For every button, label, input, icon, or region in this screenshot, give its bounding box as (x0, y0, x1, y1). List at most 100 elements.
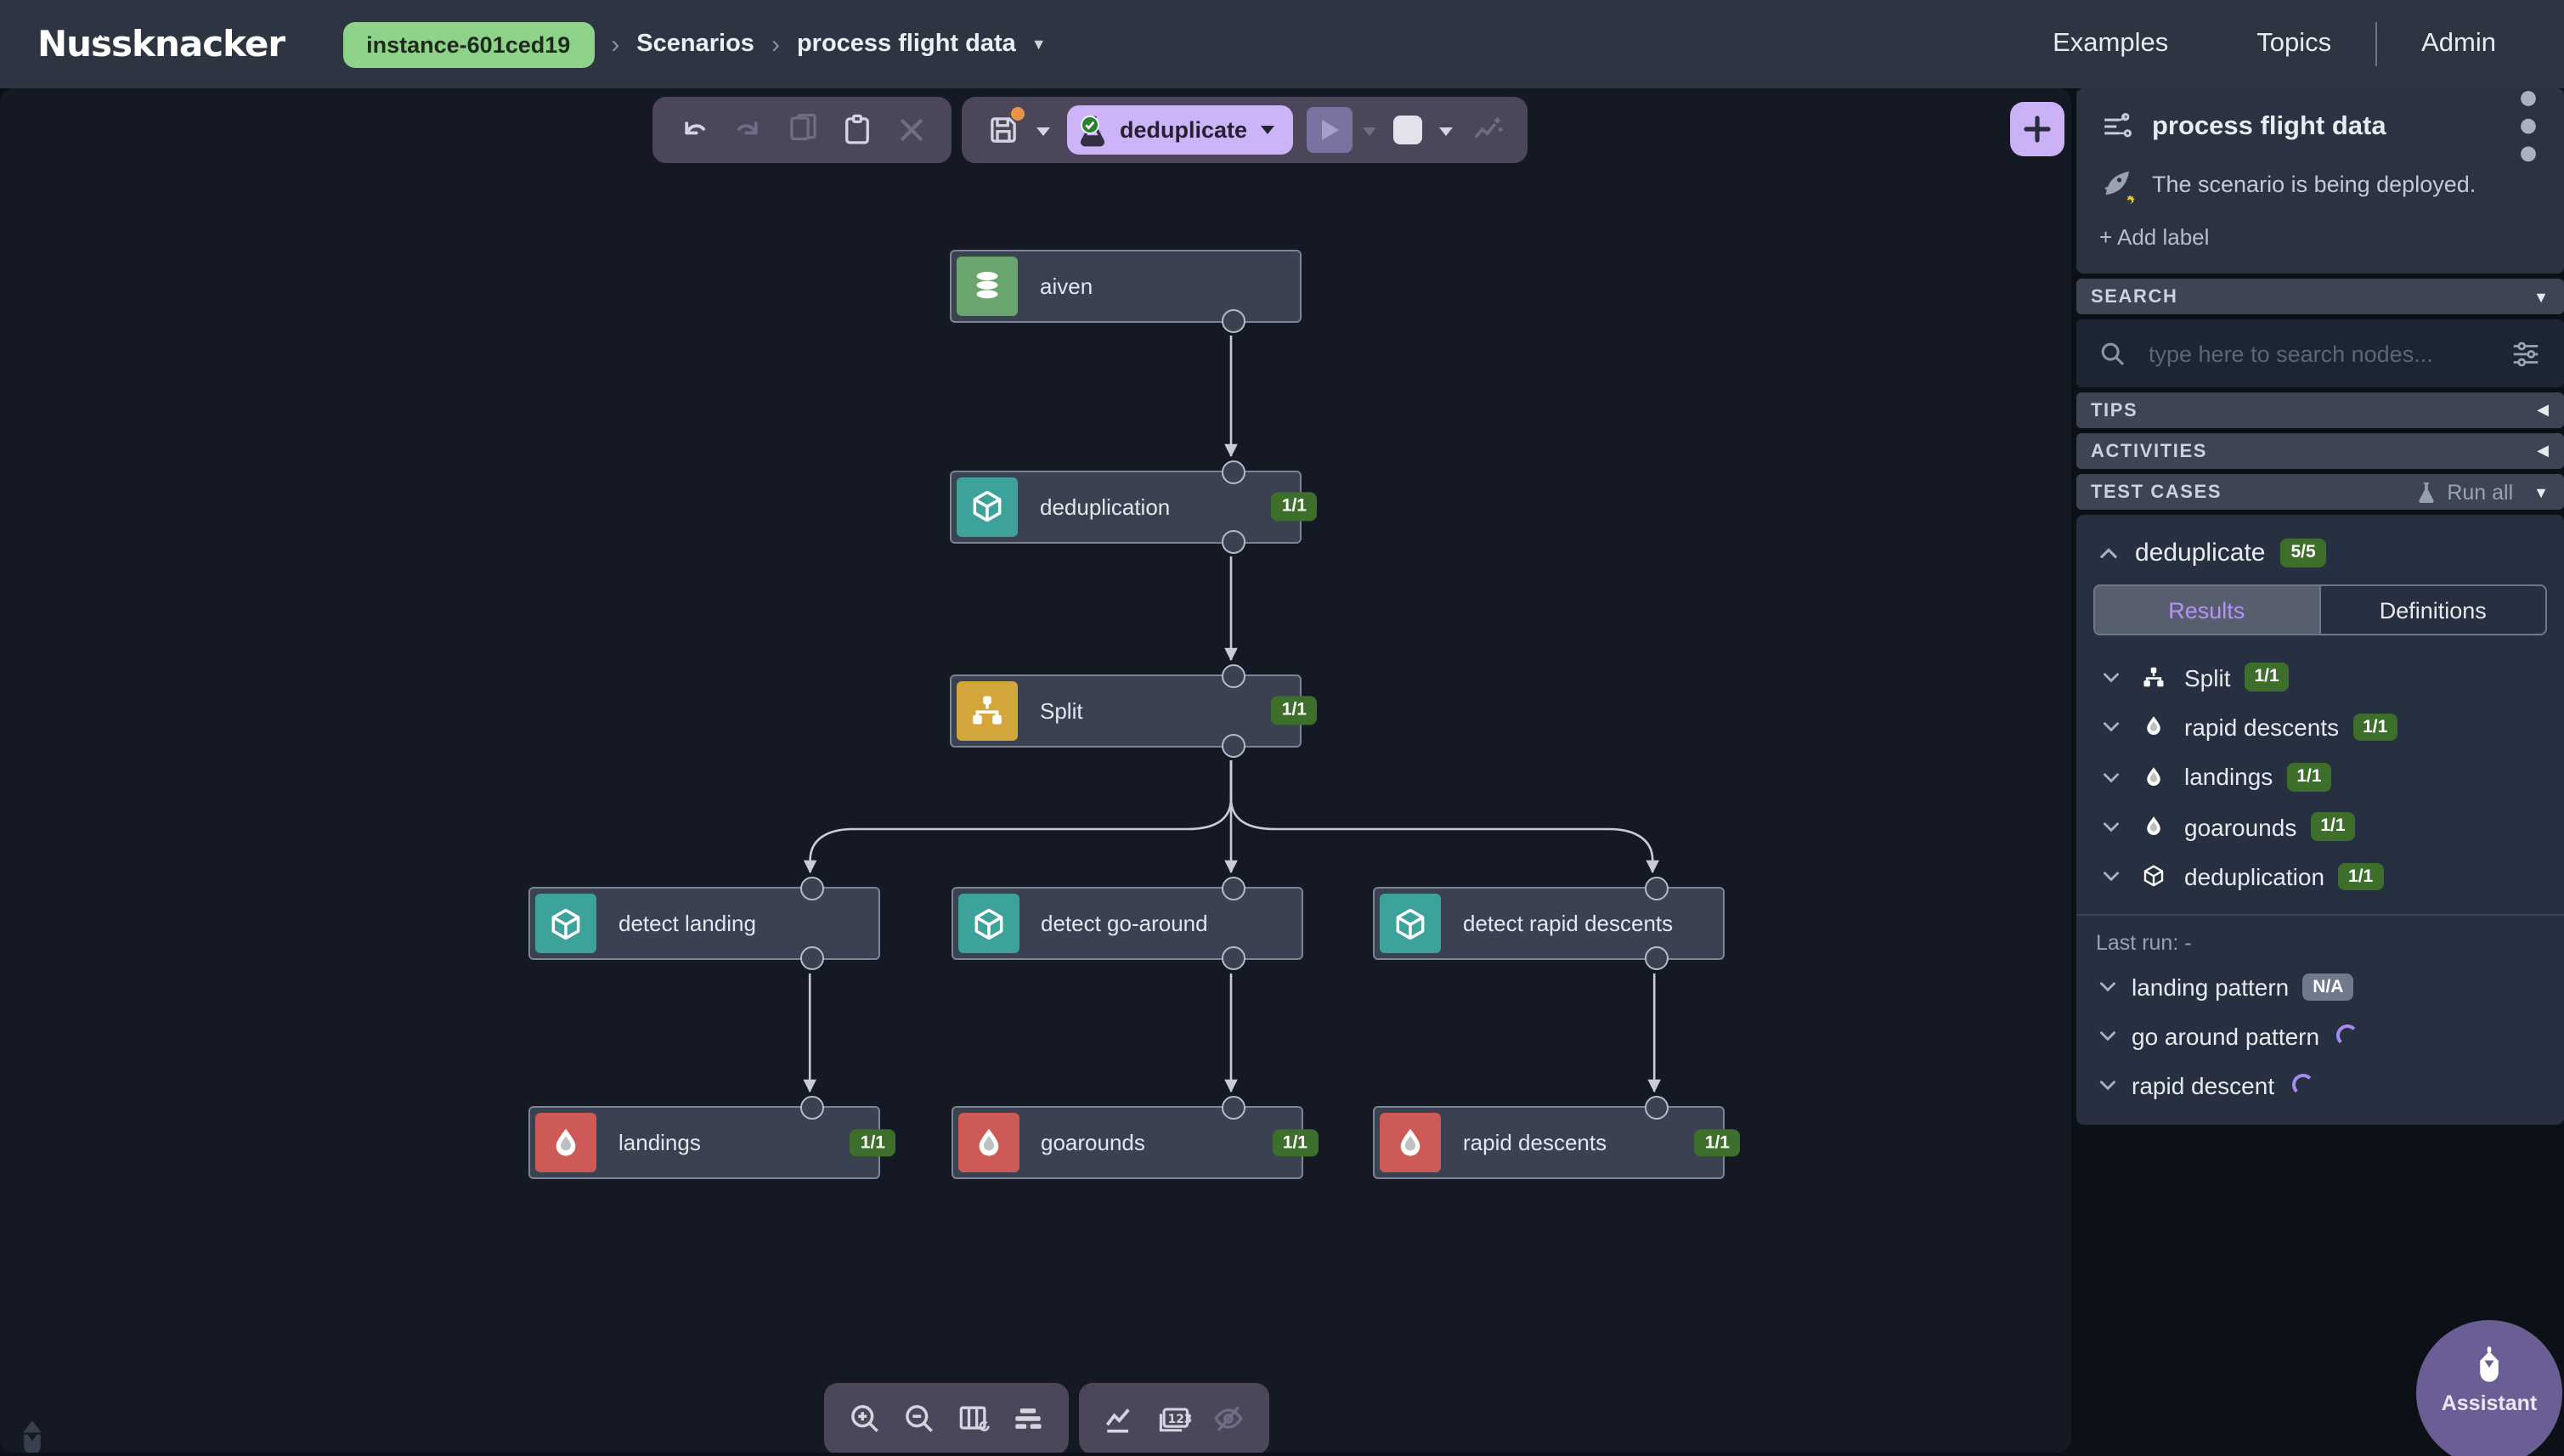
node-port[interactable] (1221, 529, 1245, 553)
paste-button[interactable] (833, 106, 880, 154)
node-search-box (2075, 319, 2564, 387)
search-filter-icon[interactable] (2510, 337, 2542, 370)
node-test-badge: 1/1 (1271, 696, 1317, 725)
scenario-menu-kebab-icon[interactable] (2516, 91, 2540, 162)
nav-admin[interactable]: Admin (2421, 29, 2496, 58)
result-badge: 1/1 (2338, 862, 2384, 891)
save-menu-caret-icon[interactable] (1033, 121, 1053, 138)
zoom-out-button[interactable] (895, 1395, 943, 1442)
reset-view-button[interactable] (950, 1395, 997, 1442)
node-port[interactable] (1222, 946, 1246, 970)
run-all-label: Run all (2447, 480, 2514, 504)
tab-results[interactable]: Results (2094, 586, 2319, 634)
pattern-row-go-around-pattern[interactable]: go around pattern (2075, 1012, 2564, 1061)
breadcrumb-caret-icon[interactable]: ▼ (1031, 36, 1047, 53)
zoom-in-button[interactable] (841, 1395, 889, 1442)
caret-left-icon: ◀ (2537, 401, 2549, 418)
node-port[interactable] (1221, 308, 1245, 332)
node-port[interactable] (799, 877, 824, 900)
metrics-chart-button[interactable] (1096, 1395, 1144, 1442)
auto-layout-button[interactable] (1004, 1395, 1052, 1442)
add-label-button[interactable]: + Add label (2099, 224, 2210, 250)
pattern-row-rapid-descent[interactable]: rapid descent (2075, 1061, 2564, 1110)
redo-button[interactable] (724, 106, 771, 154)
chevron-down-icon (2099, 1032, 2115, 1042)
add-node-button[interactable] (2010, 102, 2064, 156)
caret-down-icon: ▼ (2533, 483, 2549, 500)
copy-button[interactable] (778, 106, 826, 154)
section-header-tips[interactable]: TIPS ◀ (2075, 392, 2564, 428)
result-label: rapid descents (2184, 713, 2340, 741)
instance-badge[interactable]: instance-601ced19 (342, 21, 595, 67)
cancel-deploy-button[interactable] (1393, 116, 1423, 144)
deploy-button[interactable] (1307, 107, 1353, 153)
counts-button[interactable]: 123 (1150, 1395, 1198, 1442)
search-input[interactable] (2149, 341, 2510, 366)
tab-definitions[interactable]: Definitions (2318, 586, 2546, 634)
split-icon (957, 680, 1018, 740)
app-logo[interactable]: Nussknacker (37, 24, 285, 65)
node-port[interactable] (1644, 946, 1669, 970)
section-header-test-cases[interactable]: TEST CASES Run all ▼ (2075, 474, 2564, 510)
node-aiven[interactable]: aiven (950, 249, 1302, 332)
save-button[interactable] (979, 106, 1026, 154)
hide-overlays-button[interactable] (1205, 1395, 1252, 1442)
node-detect-rapid-descents[interactable]: detect rapid descents (1373, 877, 1725, 970)
breadcrumb-scenarios[interactable]: Scenarios (636, 31, 754, 58)
section-header-search[interactable]: SEARCH ▼ (2075, 279, 2564, 314)
node-port[interactable] (1221, 733, 1245, 757)
node-detect-go-around[interactable]: detect go-around (951, 877, 1302, 970)
undo-button[interactable] (669, 106, 717, 154)
assistant-button[interactable]: Assistant (2416, 1320, 2562, 1456)
result-badge: 1/1 (2244, 663, 2290, 691)
nav-topics[interactable]: Topics (2256, 29, 2332, 58)
node-port[interactable] (799, 1096, 824, 1120)
node-port[interactable] (1644, 1096, 1669, 1120)
test-case-selector[interactable]: deduplicate (1067, 105, 1294, 155)
result-label: goarounds (2184, 813, 2297, 841)
cancel-menu-caret-icon[interactable] (1436, 121, 1456, 138)
run-all-button[interactable]: Run all (2416, 480, 2513, 504)
chevron-down-icon (2103, 723, 2118, 733)
loading-spinner-icon (2291, 1074, 2314, 1097)
pattern-na-badge: N/A (2302, 973, 2354, 1001)
node-port[interactable] (1222, 1096, 1246, 1120)
top-nav: Examples Topics Admin (2008, 22, 2540, 66)
node-port[interactable] (1644, 877, 1669, 900)
delete-button[interactable] (887, 106, 935, 154)
run-toolbar-group: deduplicate (962, 97, 1528, 163)
zoom-toolbar-group (824, 1383, 1069, 1453)
node-port[interactable] (1221, 460, 1245, 483)
metrics-sparkline-button[interactable] (1463, 106, 1511, 154)
droplet-icon (535, 1113, 596, 1172)
breadcrumb-separator-icon: › (771, 30, 780, 59)
test-group-row[interactable]: deduplicate 5/5 (2075, 528, 2564, 583)
deploy-menu-caret-icon[interactable] (1359, 121, 1380, 138)
deploy-status-rocket-icon (2099, 166, 2134, 205)
droplet-icon (2140, 814, 2166, 839)
section-title-tips: TIPS (2091, 400, 2138, 420)
nav-divider (2375, 22, 2378, 66)
node-label: detect landing (618, 911, 756, 936)
overlay-toolbar-group: 123 (1079, 1383, 1269, 1453)
node-port[interactable] (1221, 663, 1245, 687)
node-port[interactable] (1222, 877, 1246, 900)
section-header-activities[interactable]: ACTIVITIES ◀ (2075, 433, 2564, 469)
node-detect-landing[interactable]: detect landing (528, 877, 880, 970)
node-port[interactable] (799, 946, 824, 970)
result-row-goarounds[interactable]: goarounds 1/1 (2075, 802, 2564, 852)
result-badge: 1/1 (2310, 812, 2356, 841)
node-label: aiven (1040, 273, 1093, 298)
nav-examples[interactable]: Examples (2053, 29, 2169, 58)
